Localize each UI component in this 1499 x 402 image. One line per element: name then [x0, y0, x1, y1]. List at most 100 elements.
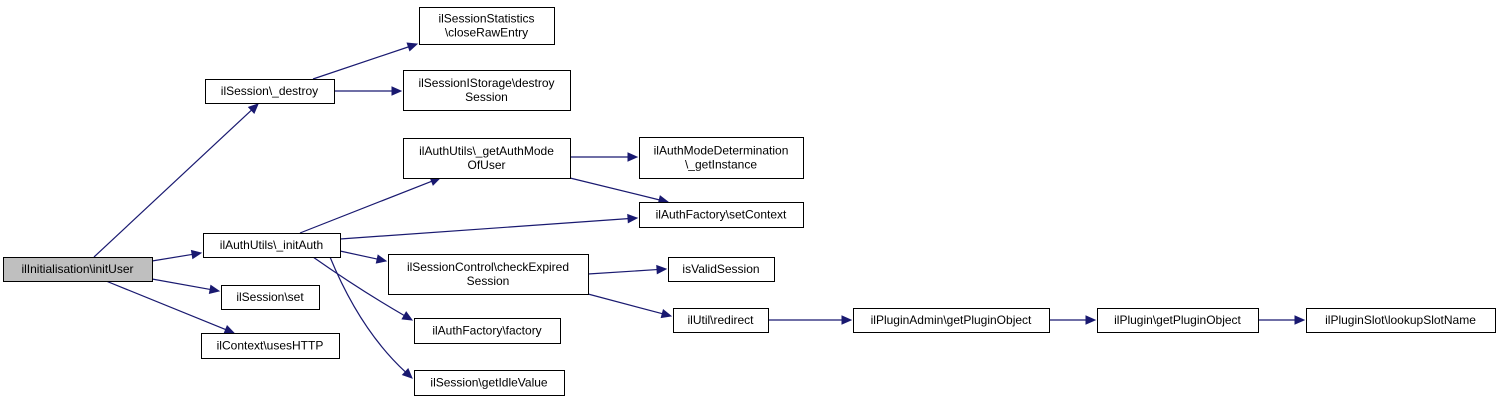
node-label: \closeRawEntry — [445, 26, 528, 40]
node-box — [639, 137, 804, 179]
node-label: ilSession\_destroy — [221, 84, 318, 98]
arrowhead — [1294, 315, 1306, 325]
edge-get-auth-mode-of-user-to-get-instance — [570, 152, 639, 162]
node-lookup-slot-name[interactable]: ilPluginSlot\lookupSlotName — [1306, 308, 1496, 333]
edge-init-auth-to-factory — [312, 256, 414, 321]
edge-line — [312, 256, 405, 317]
edge-init-auth-to-set-context — [339, 213, 639, 240]
edge-line — [339, 250, 378, 260]
node-box — [414, 370, 565, 396]
node-uses-http[interactable]: ilContext\usesHTTP — [201, 333, 340, 359]
node-get-idle-value[interactable]: ilSession\getIdleValue — [414, 370, 565, 396]
node-box — [403, 70, 571, 111]
arrowhead — [841, 315, 853, 325]
node-label: Session — [467, 274, 510, 288]
edge-line — [569, 177, 660, 201]
arrowhead — [401, 311, 414, 321]
node-label: ilAuthUtils\_getAuthMode — [419, 144, 554, 158]
arrowhead — [627, 152, 639, 162]
node-label: ilSessionControl\checkExpired — [407, 260, 569, 274]
edge-init-auth-to-check-expired-session — [339, 250, 388, 264]
edge-check-expired-session-to-redirect — [587, 293, 673, 319]
node-label: \_getInstance — [685, 158, 757, 172]
node-label: ilAuthModeDetermination — [654, 144, 789, 158]
node-session-set[interactable]: ilSession\set — [221, 285, 320, 310]
node-box — [3, 257, 153, 282]
nodes-layer: ilInitialisation\initUser ilSession\_dest… — [3, 7, 1496, 396]
node-label: ilAuthFactory\factory — [432, 324, 541, 338]
node-label: ilAuthFactory\setContext — [656, 208, 787, 222]
edge-line — [105, 280, 226, 331]
node-label: ilPluginAdmin\getPluginObject — [871, 313, 1032, 327]
node-box — [205, 79, 335, 104]
arrowhead — [190, 249, 203, 260]
edge-init-auth-to-get-auth-mode-of-user — [299, 177, 442, 234]
node-init-user[interactable]: ilInitialisation\initUser — [3, 257, 153, 282]
node-box — [639, 202, 804, 228]
arrowhead — [247, 103, 259, 114]
edge-line — [93, 109, 252, 258]
edge-destroy-to-close-raw-entry — [312, 42, 419, 80]
node-label: isValidSession — [682, 262, 759, 276]
edge-destroy-to-destroy-session — [334, 86, 403, 96]
edge-line — [587, 268, 658, 275]
arrowhead — [660, 308, 673, 319]
arrowhead — [401, 368, 413, 379]
node-label: ilInitialisation\initUser — [21, 262, 133, 276]
edges-layer — [93, 42, 1306, 379]
edge-redirect-to-admin-get-plugin-object — [768, 315, 853, 325]
node-close-raw-entry[interactable]: ilSessionStatistics\closeRawEntry — [419, 7, 555, 45]
node-label: ilPlugin\getPluginObject — [1114, 313, 1241, 327]
node-redirect[interactable]: ilUtil\redirect — [673, 308, 769, 333]
node-box — [388, 254, 589, 295]
arrowhead — [375, 254, 388, 264]
edge-admin-get-plugin-object-to-plugin-get-plugin-object — [1049, 315, 1097, 325]
edge-line — [151, 278, 211, 291]
arrowhead — [223, 325, 236, 334]
node-label: ilSessionIStorage\destroy — [418, 76, 554, 90]
node-factory[interactable]: ilAuthFactory\factory — [414, 318, 561, 344]
node-is-valid-session[interactable]: isValidSession — [668, 257, 775, 282]
node-box — [1306, 308, 1496, 333]
node-label: Session — [465, 90, 508, 104]
node-set-context[interactable]: ilAuthFactory\setContext — [639, 202, 804, 228]
edge-init-user-to-session-set — [151, 278, 221, 295]
edge-line — [339, 218, 629, 240]
edge-line — [587, 293, 663, 315]
arrowhead — [391, 86, 403, 96]
edge-plugin-get-plugin-object-to-lookup-slot-name — [1258, 315, 1306, 325]
node-box — [403, 138, 571, 179]
node-box — [1097, 308, 1259, 333]
node-box — [853, 308, 1050, 333]
node-label: OfUser — [467, 158, 505, 172]
node-destroy[interactable]: ilSession\_destroy — [205, 79, 335, 104]
node-label: ilSession\getIdleValue — [430, 376, 548, 390]
node-label: ilContext\usesHTTP — [217, 339, 324, 353]
node-box — [414, 318, 561, 344]
arrowhead — [656, 264, 668, 275]
node-admin-get-plugin-object[interactable]: ilPluginAdmin\getPluginObject — [853, 308, 1050, 333]
node-label: ilSessionStatistics — [438, 12, 534, 26]
edge-get-auth-mode-of-user-to-set-context — [569, 177, 670, 205]
arrowhead — [627, 213, 639, 224]
node-plugin-get-plugin-object[interactable]: ilPlugin\getPluginObject — [1097, 308, 1259, 333]
node-box — [668, 257, 775, 282]
edge-check-expired-session-to-is-valid-session — [587, 264, 668, 275]
node-box — [673, 308, 769, 333]
arrowhead — [1085, 315, 1097, 325]
edge-line — [151, 253, 193, 262]
edge-line — [299, 180, 432, 234]
edge-init-auth-to-get-idle-value — [329, 256, 413, 379]
node-init-auth[interactable]: ilAuthUtils\_initAuth — [203, 233, 341, 258]
arrowhead — [406, 42, 419, 52]
edge-line — [329, 256, 406, 373]
node-label: ilSession\set — [236, 290, 304, 304]
edge-init-user-to-destroy — [93, 103, 259, 258]
node-get-instance[interactable]: ilAuthModeDetermination\_getInstance — [639, 137, 804, 179]
edge-init-user-to-init-auth — [151, 249, 203, 262]
node-label: ilPluginSlot\lookupSlotName — [1325, 313, 1476, 327]
